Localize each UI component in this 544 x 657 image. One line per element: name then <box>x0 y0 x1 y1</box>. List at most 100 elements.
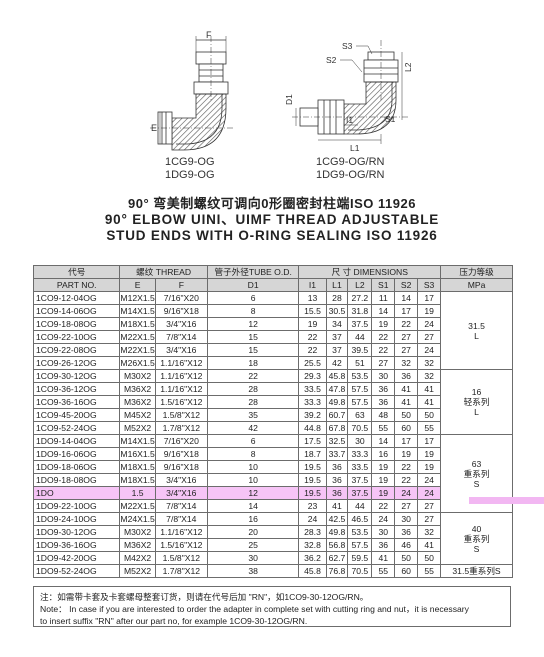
table-cell: 60.7 <box>325 408 349 422</box>
table-cell: 25.5 <box>298 356 327 370</box>
table-cell: 27 <box>417 512 442 526</box>
table-cell: 33.3 <box>298 395 327 409</box>
table-cell: 19.5 <box>298 473 327 487</box>
table-cell: 1.1/16"X12 <box>154 382 208 396</box>
table-cell: 33.7 <box>325 447 349 461</box>
table-cell: 36 <box>371 382 396 396</box>
note-en-line1: Note： In case if you are interested to o… <box>40 604 469 614</box>
table-cell: 55 <box>417 421 442 435</box>
dim-label-l1: L1 <box>350 143 360 153</box>
table-cell: M18X1.5 <box>119 317 156 331</box>
dim-label-d1: D1 <box>284 94 294 105</box>
table-cell: M16X1.5 <box>119 447 156 461</box>
table-cell: 1.7/8"X12 <box>154 564 208 578</box>
table-cell: 44.8 <box>298 421 327 435</box>
table-cell: 44 <box>347 330 373 344</box>
table-cell: 57.5 <box>347 382 373 396</box>
pressure-class-line: S <box>473 543 480 554</box>
table-cell: 15 <box>206 330 300 344</box>
header-f: F <box>154 278 208 292</box>
table-cell: M42X2 <box>119 551 156 565</box>
table-cell: 27 <box>394 330 419 344</box>
table-cell: 32.5 <box>325 434 349 448</box>
table-cell: 30 <box>394 512 419 526</box>
header-s3: S3 <box>417 278 442 292</box>
caption-right-line1: 1CG9-OG/RN <box>316 156 385 168</box>
header-s2: S2 <box>394 278 419 292</box>
caption-right: 1CG9-OG/RN 1DG9-OG/RN <box>316 156 384 182</box>
table-cell: 50 <box>394 408 419 422</box>
table-cell: 48 <box>371 408 396 422</box>
table-cell: 6 <box>206 434 300 448</box>
table-cell: 32 <box>417 356 442 370</box>
note-en-line2: to insert suffix "RN" after our part no,… <box>40 616 308 626</box>
table-cell: 19 <box>371 317 396 331</box>
table-cell: 51 <box>347 356 373 370</box>
table-cell: 37 <box>325 330 349 344</box>
table-cell: 1CO9-22-08OG <box>32 343 121 357</box>
header-tube: 管子外径TUBE O.D. <box>206 265 300 279</box>
pressure-class-line: 16 <box>471 387 482 397</box>
table-cell: M12X1.5 <box>119 291 156 305</box>
table-cell: 50 <box>417 551 442 565</box>
header-s1: S1 <box>371 278 396 292</box>
table-cell: 70.5 <box>347 564 373 578</box>
table-cell: 39.5 <box>347 343 373 357</box>
table-cell: 22 <box>206 369 300 383</box>
dim-label-i1: I1 <box>346 115 353 125</box>
table-cell: 27 <box>371 356 396 370</box>
table-cell: 41 <box>417 538 442 552</box>
table-cell: 36 <box>325 473 349 487</box>
table-cell: 1CO9-36-16OG <box>32 395 121 409</box>
header-pressure-cn: 压力等级 <box>440 265 513 279</box>
table-cell: 42 <box>325 356 349 370</box>
header-pressure-en: MPa <box>440 278 513 292</box>
table-cell: 1CO9-14-06OG <box>32 304 121 318</box>
header-e: E <box>119 278 156 292</box>
table-cell: 1CO9-18-08OG <box>32 317 121 331</box>
table-cell: 32 <box>417 525 442 539</box>
technical-drawings: F E S2 S3 L2 D1 I1 S1 L1 <box>150 30 413 153</box>
pressure-class-line: 31.5重系列S <box>452 566 501 576</box>
table-cell: 1.1/16"X12 <box>154 525 208 539</box>
title-block: 90° 弯美制螺纹可调向0形圈密封柱端ISO 11926 90° ELBOW U… <box>0 196 544 244</box>
table-cell: 9/16"X18 <box>154 460 208 474</box>
table-cell: 23 <box>298 499 327 513</box>
table-cell: 20 <box>206 525 300 539</box>
table-cell: M22X1.5 <box>119 499 156 513</box>
table-cell: 16 <box>206 512 300 526</box>
table-cell: 3/4"X16 <box>154 486 208 500</box>
table-cell: 28 <box>206 382 300 396</box>
table-cell: 49.8 <box>325 525 349 539</box>
table-header-row-2: PART NO. E F D1 I1 L1 L2 S1 S2 S3 MPa <box>32 278 513 292</box>
table-cell: 30.5 <box>325 304 349 318</box>
table-cell: 19 <box>371 473 396 487</box>
table-cell: 27 <box>394 343 419 357</box>
table-cell: 1DO9-18-08OG <box>32 473 121 487</box>
table-cell: 10 <box>206 473 300 487</box>
table-cell: 1CO9-52-24OG <box>32 421 121 435</box>
note-cn: 注：如需带卡套及卡套螺母整套订货，则请在代号后加 "RN"，如1CO9-30-1… <box>40 592 369 602</box>
table-cell: 1CO9-30-12OG <box>32 369 121 383</box>
table-cell: 17 <box>417 434 442 448</box>
table-cell: 1CO9-26-12OG <box>32 356 121 370</box>
table-cell: 30 <box>371 369 396 383</box>
table-cell: 22 <box>394 473 419 487</box>
table-cell: 41 <box>417 395 442 409</box>
table-cell: 1DO9-42-20OG <box>32 551 121 565</box>
table-cell: 8 <box>206 304 300 318</box>
table-cell: 41 <box>394 382 419 396</box>
table-cell: 19 <box>371 460 396 474</box>
table-cell: 1DO9-14-04OG <box>32 434 121 448</box>
table-cell: 27 <box>417 499 442 513</box>
table-cell: M45X2 <box>119 408 156 422</box>
dim-label-f: F <box>206 30 212 40</box>
table-cell: M18X1.5 <box>119 460 156 474</box>
header-thread: 螺纹 THREAD <box>119 265 208 279</box>
